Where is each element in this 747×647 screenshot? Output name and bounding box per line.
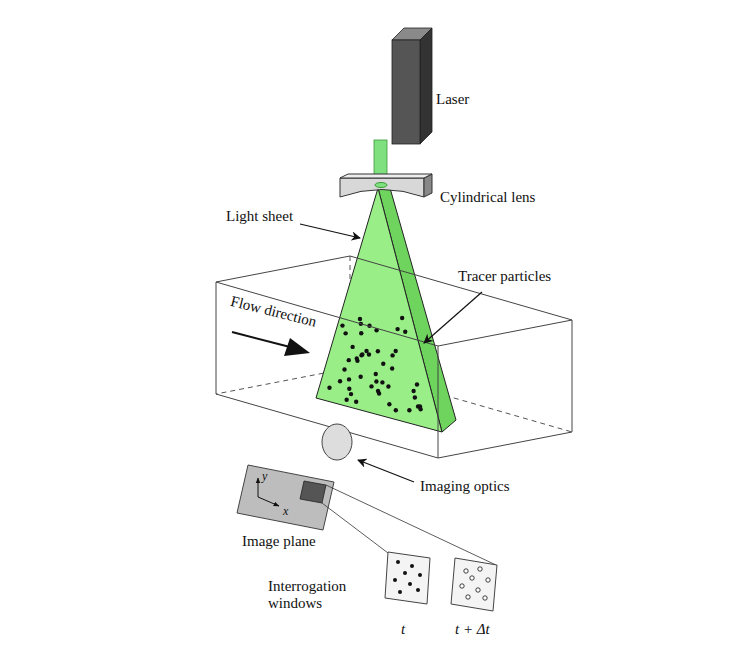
particle-circle xyxy=(464,569,468,573)
part-label: Laser xyxy=(436,91,469,108)
part-label: y xyxy=(262,470,267,484)
tracer-dot xyxy=(374,379,378,383)
cylindrical-lens xyxy=(340,174,432,197)
zoom-lines xyxy=(322,485,496,565)
particle-dot xyxy=(403,571,407,575)
particle-dot xyxy=(398,590,402,594)
tracer-dot xyxy=(355,356,359,360)
tracer-dot xyxy=(347,358,351,362)
tracer-dot xyxy=(347,387,351,391)
part-label: Image plane xyxy=(242,533,316,550)
particle-dot xyxy=(418,573,422,577)
tracer-dot xyxy=(394,408,398,412)
tracer-dot xyxy=(386,384,390,388)
particle-circle xyxy=(470,576,474,580)
tracer-dot xyxy=(369,384,373,388)
tracer-dot xyxy=(338,379,342,383)
tracer-dot xyxy=(387,402,391,406)
particle-circle xyxy=(476,588,480,592)
part-label: Tracer particles xyxy=(458,268,551,285)
particle-dot xyxy=(408,582,412,586)
tracer-dot xyxy=(374,372,378,376)
tracer-dot xyxy=(340,323,344,327)
tracer-dot xyxy=(364,349,368,353)
window-particles xyxy=(393,560,490,600)
part-label: x xyxy=(283,505,288,519)
part-label: Imaging optics xyxy=(420,478,510,495)
imaging-lens xyxy=(322,424,352,460)
tracer-dot xyxy=(403,330,407,334)
tracer-dot xyxy=(344,397,348,401)
particle-dot xyxy=(416,588,420,592)
interrogation-windows xyxy=(385,552,497,611)
tracer-dot xyxy=(358,317,362,321)
tracer-dot xyxy=(415,382,419,386)
particle-circle xyxy=(460,584,464,588)
tracer-dot xyxy=(377,391,381,395)
part-label: t xyxy=(401,621,405,638)
tracer-dot xyxy=(347,377,351,381)
tracer-dot xyxy=(354,400,358,404)
particle-dot xyxy=(396,560,400,564)
tracer-dot xyxy=(350,345,354,349)
tracer-dot xyxy=(407,408,411,412)
leader-arrows xyxy=(300,224,482,482)
tracer-dot xyxy=(390,353,394,357)
particle-dot xyxy=(410,564,414,568)
tracer-dot xyxy=(381,362,385,366)
tracer-dot xyxy=(342,367,346,371)
part-label: Interrogation windows xyxy=(268,578,352,613)
light-sheet xyxy=(316,188,456,432)
particle-circle xyxy=(486,578,490,582)
part-label: Flow direction xyxy=(229,293,318,331)
tracer-dot xyxy=(349,392,353,396)
tracer-dot xyxy=(380,380,384,384)
tracer-dot xyxy=(359,353,363,357)
particle-circle xyxy=(483,596,487,600)
tracer-dot xyxy=(376,349,380,353)
flow-arrow xyxy=(232,332,310,356)
particle-circle xyxy=(478,567,482,571)
tracer-dot xyxy=(390,366,394,370)
tracer-dot xyxy=(358,374,362,378)
tracer-dot xyxy=(393,349,397,353)
channel-box xyxy=(216,256,572,458)
tracer-dot xyxy=(359,331,363,335)
tracer-dot xyxy=(343,331,347,335)
image-plane xyxy=(237,465,334,530)
tracer-dot xyxy=(413,395,417,399)
part-label: t + Δt xyxy=(455,621,490,638)
particle-circle xyxy=(466,595,470,599)
tracer-dot xyxy=(395,327,399,331)
tracer-dot xyxy=(400,316,404,320)
tracer-particles xyxy=(327,316,423,413)
laser-body xyxy=(392,28,432,144)
tracer-dot xyxy=(327,386,331,390)
particle-dot xyxy=(393,578,397,582)
part-label: Light sheet xyxy=(226,208,293,225)
part-label: Cylindrical lens xyxy=(440,189,535,206)
tracer-dot xyxy=(418,404,422,408)
tracer-dot xyxy=(360,352,364,356)
tracer-dot xyxy=(411,389,415,393)
